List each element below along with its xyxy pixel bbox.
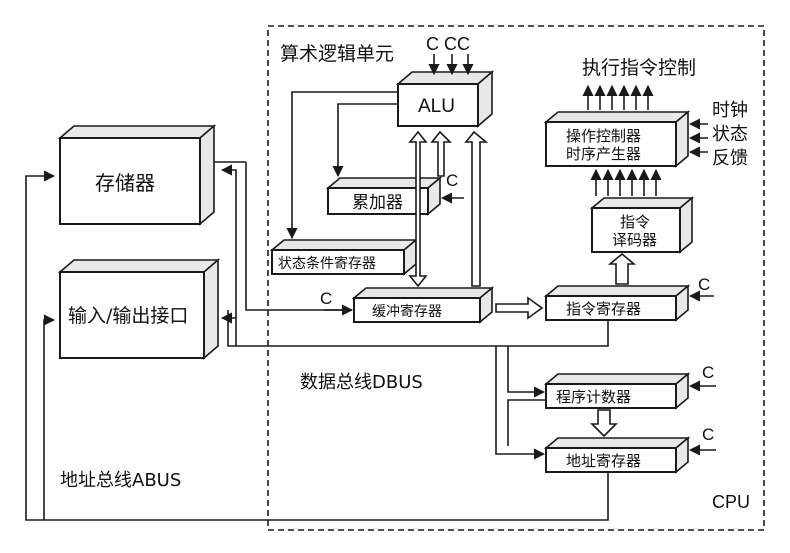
exec-control-arrows — [582, 84, 654, 110]
address-bus-label: 地址总线ABUS — [60, 470, 181, 491]
accumulator-c: C — [446, 171, 458, 190]
addr-c: C — [702, 425, 714, 444]
alu-to-status-line — [286, 91, 398, 240]
memory-block: 存储器 — [57, 124, 217, 226]
buffer-reg-block: 缓冲寄存器 — [351, 286, 495, 324]
instr-reg-c: C — [698, 275, 710, 294]
instr-decoder-block: 指令 译码器 — [589, 196, 695, 254]
io-interface-label: 输入/输出接口 — [68, 305, 188, 327]
address-bus-to-io — [43, 314, 56, 520]
alu-label: ALU — [418, 96, 455, 117]
clock-label: 时钟 — [712, 100, 748, 121]
io-interface-block: 输入/输出接口 — [57, 258, 221, 360]
program-counter-label: 程序计数器 — [556, 388, 631, 406]
memory-label: 存储器 — [95, 171, 155, 195]
acc-to-alu-bus — [430, 130, 452, 177]
alu-unit-title: 算术逻辑单元 — [280, 43, 394, 65]
exec-control-label: 执行指令控制 — [582, 57, 696, 79]
accumulator-block: 累加器 — [325, 176, 443, 216]
buffer-to-alu-bus — [464, 130, 489, 287]
cc-top-label: C CC — [426, 34, 470, 54]
status-reg-block: 状态条件寄存器 — [269, 238, 419, 276]
accumulator-label: 累加器 — [352, 193, 403, 213]
feedback-label: 反馈 — [712, 148, 748, 169]
op-controller-label-1: 操作控制器 — [566, 127, 641, 145]
pc-loop — [507, 399, 546, 446]
alu-buffer-bus — [408, 130, 428, 288]
data-bus-label: 数据总线DBUS — [300, 372, 423, 393]
data-bus-to-addr — [495, 346, 546, 460]
instr-decoder-label-1: 指令 — [620, 213, 650, 231]
buffer-to-instr-arrow — [495, 296, 544, 320]
data-bus-to-pc — [507, 346, 546, 398]
data-bus-to-buffer — [245, 162, 352, 311]
status-label: 状态 — [712, 124, 748, 145]
instr-reg-label: 指令寄存器 — [566, 300, 641, 318]
instr-decoder-label-2: 译码器 — [612, 231, 657, 249]
data-bus-to-io — [220, 312, 237, 346]
status-reg-label: 状态条件寄存器 — [278, 255, 376, 272]
pc-to-addr-arrow — [590, 409, 618, 438]
address-bus-line — [25, 170, 609, 521]
alu-block: ALU — [395, 70, 495, 128]
data-bus-to-memory — [220, 164, 237, 318]
op-controller-block: 操作控制器 时序产生器 — [543, 110, 691, 168]
cpu-label: CPU — [712, 492, 750, 512]
buffer-c: C — [320, 289, 332, 308]
buffer-reg-label: 缓冲寄存器 — [372, 303, 442, 320]
pc-c: C — [702, 363, 714, 382]
data-bus-line — [227, 310, 609, 347]
alu-to-acc-line — [332, 103, 398, 178]
instr-reg-block: 指令寄存器 — [543, 284, 691, 322]
op-controller-label-2: 时序产生器 — [566, 145, 641, 163]
program-counter-block: 程序计数器 — [543, 372, 691, 410]
decoder-to-controller-arrows — [590, 168, 662, 196]
address-reg-label: 地址寄存器 — [566, 452, 641, 470]
instr-to-decoder-arrow — [607, 252, 637, 285]
address-reg-block: 地址寄存器 — [543, 436, 691, 474]
